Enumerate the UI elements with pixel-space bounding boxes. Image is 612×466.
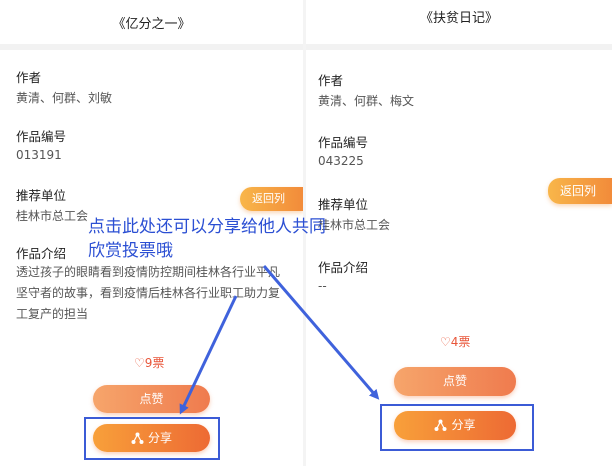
heart-icon: ♡ [440,335,451,349]
code-label: 作品编号 [318,135,369,150]
share-button-label: 分享 [451,418,476,432]
author-label: 作者 [318,73,344,88]
unit-value: 桂林市总工会 [318,218,391,232]
like-button-label: 点赞 [442,374,467,388]
code-label: 作品编号 [16,129,67,144]
author-value: 黄清、何群、梅文 [318,94,415,108]
back-to-list-button[interactable]: 返回列表 [240,187,303,229]
vote-count-text: 9票 [144,356,165,370]
vote-count: ♡9票 [134,354,164,371]
section-divider [306,44,612,50]
code-value: 013191 [16,148,62,162]
title-area: 《扶贫日记》 [306,0,612,46]
section-divider [0,44,303,50]
heart-icon: ♡ [134,356,145,370]
work-title: 《亿分之一》 [112,17,191,32]
intro-label: 作品介绍 [16,246,67,261]
left-share-highlight-box [84,417,220,460]
like-button[interactable]: 点赞 [394,367,516,396]
code-value: 043225 [318,154,364,168]
back-to-list-button[interactable]: 返回列表 [548,178,612,224]
unit-label: 推荐单位 [318,197,369,212]
vote-count-text: 4票 [450,335,471,349]
author-label: 作者 [16,70,42,85]
unit-label: 推荐单位 [16,188,67,203]
share-button[interactable]: 分享 [394,411,516,440]
work-title: 《扶贫日记》 [419,11,498,26]
left-work-panel: 《亿分之一》 作者 黄清、何群、刘敏 作品编号 013191 推荐单位 桂林市总… [0,0,303,466]
right-work-panel: 《扶贫日记》 作者 黄清、何群、梅文 作品编号 043225 推荐单位 桂林市总… [306,0,612,466]
vote-count: ♡4票 [440,333,470,350]
intro-text: 透过孩子的眼睛看到疫情防控期间桂林各行业平凡坚守者的故事，看到疫情后桂林各行业职… [16,265,281,321]
panel-divider [303,0,306,466]
share-icon [434,419,447,431]
intro-text: -- [318,279,327,293]
intro-label: 作品介绍 [318,260,369,275]
share-button-label: 分享 [147,431,172,445]
share-button[interactable]: 分享 [93,424,210,452]
annotation-text: 点击此处还可以分享给他人共同欣赏投票哦 [88,217,326,261]
share-icon [131,432,144,444]
like-button-label: 点赞 [139,392,164,406]
author-value: 黄清、何群、刘敏 [16,91,113,105]
right-share-highlight-box [380,404,534,451]
unit-value: 桂林市总工会 [16,209,89,223]
title-area: 《亿分之一》 [0,0,303,46]
